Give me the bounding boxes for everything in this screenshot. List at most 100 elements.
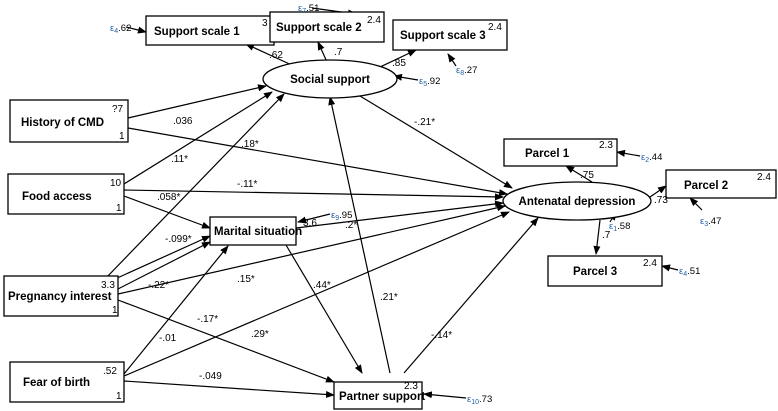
node-label: Fear of birth — [23, 377, 90, 389]
err-arrow-e4b — [661, 264, 679, 272]
arrow-partner-dep — [403, 217, 539, 374]
arrow-preg-dep — [117, 204, 506, 295]
coef-partner-dep: -.14* — [431, 330, 452, 341]
node-support-scale-3: Support scale 3 2.4 — [392, 19, 508, 51]
arrow-fear-marital — [123, 245, 229, 375]
arrow-preg-marital — [103, 235, 211, 285]
error-e8: ε8.27 — [456, 65, 477, 77]
arrow-partner-ss — [328, 96, 391, 374]
arrow-ss-scale2 — [317, 41, 328, 63]
node-history-cmd: History of CMD ?7 1 — [9, 99, 129, 143]
node-antenatal-depression: Antenatal depression — [502, 181, 652, 221]
arrow-cmd-dep — [127, 127, 508, 197]
node-value-bottom: 1 — [112, 305, 118, 316]
arrow-dep-parcel1 — [565, 165, 593, 183]
node-pregnancy-interest: Pregnancy interest 3.3 1 — [3, 275, 119, 317]
err-arrow-e3 — [689, 197, 703, 211]
node-social-support: Social support — [262, 59, 398, 99]
error-e9: ε9.95 — [331, 210, 352, 222]
arrow-preg-ss — [103, 93, 285, 281]
node-value-bottom: 1 — [116, 391, 122, 402]
node-value-top: 10 — [110, 178, 122, 189]
error-e1: ε1.58 — [609, 221, 630, 233]
arrow-fear-dep — [123, 211, 510, 377]
arrow-ss-scale1 — [245, 43, 297, 68]
err-arrow-e10 — [423, 391, 467, 399]
err-arrow-e4 — [125, 26, 147, 34]
arrow-food-marital — [123, 195, 211, 229]
error-e7: ε7.51 — [298, 3, 319, 15]
node-value: 2.3 — [404, 381, 418, 392]
arrow-fear-partner — [123, 380, 335, 398]
arrow-ss-dep — [359, 95, 513, 189]
coef-dep-parcel1: .75 — [580, 170, 594, 181]
error-e10: ε10.73 — [467, 394, 492, 406]
err-arrow-e2 — [616, 149, 641, 157]
coef-preg-partner: -.17* — [197, 314, 218, 325]
node-value-top: ?7 — [112, 104, 124, 115]
coef-preg-ss: .18* — [241, 139, 259, 150]
path-arrows — [103, 7, 703, 399]
error-terms: ε4.62 ε7.51 ε8.27 ε5.92 ε9.95 ε10.73 ε2.… — [110, 3, 721, 406]
coef-ss-scale1: .62 — [269, 50, 283, 61]
error-e3: ε3.47 — [700, 216, 721, 228]
node-parcel-1: Parcel 1 2.3 — [503, 138, 618, 167]
node-label: Partner support — [339, 391, 425, 403]
node-label: Parcel 3 — [573, 266, 617, 278]
node-label: Support scale 3 — [400, 30, 486, 42]
node-support-scale-2: Support scale 2 2.4 — [269, 11, 385, 43]
node-label: Marital situation — [214, 226, 302, 238]
coef-food-dep: -.11* — [237, 179, 258, 190]
node-value: 2.3 — [599, 140, 613, 151]
node-label: Pregnancy interest — [8, 291, 112, 303]
node-label: Antenatal depression — [519, 196, 636, 208]
node-label: Food access — [22, 191, 92, 203]
node-support-scale-1: Support scale 1 3 — [145, 15, 275, 46]
node-parcel-2: Parcel 2 2.4 — [665, 169, 777, 199]
coef-preg-marital: -.099* — [165, 234, 192, 245]
node-value: 2.4 — [643, 258, 657, 269]
node-value: 2.4 — [757, 172, 771, 183]
node-value: 3.6 — [303, 218, 317, 229]
node-value-top: 3.3 — [101, 280, 115, 291]
coef-dep-parcel2: .73 — [654, 195, 668, 206]
node-label: Support scale 2 — [276, 22, 362, 34]
node-label: History of CMD — [21, 117, 104, 129]
node-label: Parcel 2 — [684, 180, 728, 192]
arrow-dep-parcel3 — [593, 219, 601, 255]
coef-marital-dep: .2* — [345, 220, 357, 231]
err-arrow-e8 — [447, 53, 457, 67]
arrow-preg-marital2 — [115, 241, 211, 291]
arrow-marital-dep — [295, 200, 504, 229]
arrow-cmd-ss — [127, 84, 267, 119]
coef-ss-scale3: .85 — [392, 58, 406, 69]
coef-fear-marital: -.01 — [159, 333, 177, 344]
error-e2: ε2.44 — [641, 152, 662, 164]
coef-fear-partner: -.049 — [199, 371, 222, 382]
coef-fear-dep: .29* — [251, 329, 269, 340]
err-arrow-e9 — [297, 213, 331, 224]
arrow-food-ss — [123, 91, 273, 185]
node-food-access: Food access 10 1 — [7, 173, 125, 215]
error-e4: ε4.62 — [110, 23, 131, 35]
arrow-preg-partner — [117, 299, 335, 383]
node-value-top: .52 — [103, 366, 117, 377]
node-value: 3 — [262, 18, 268, 29]
node-value: 2.4 — [367, 15, 381, 26]
coef-partner-ss: .21* — [380, 292, 398, 303]
coef-preg-dep: .15* — [237, 274, 255, 285]
error-e5: ε5.92 — [419, 76, 440, 88]
coef-ss-scale2: .7 — [334, 47, 343, 58]
arrow-marital-partner — [285, 244, 363, 374]
coef-food-marital: .058* — [157, 192, 180, 203]
node-label: Support scale 1 — [154, 26, 240, 38]
path-coefficients: .62 .7 .85 -.21* .036 .11* .18* -.11* .0… — [148, 47, 668, 382]
node-value-bottom: 1 — [119, 131, 125, 142]
arrow-food-dep — [123, 189, 504, 201]
coef-dep-parcel3: .7 — [602, 230, 611, 241]
node-label: Social support — [290, 74, 370, 86]
error-e4b: ε4.51 — [679, 266, 700, 278]
coef-food-ss: .11* — [171, 154, 188, 165]
coef-marital-partner: .44* — [313, 280, 331, 291]
